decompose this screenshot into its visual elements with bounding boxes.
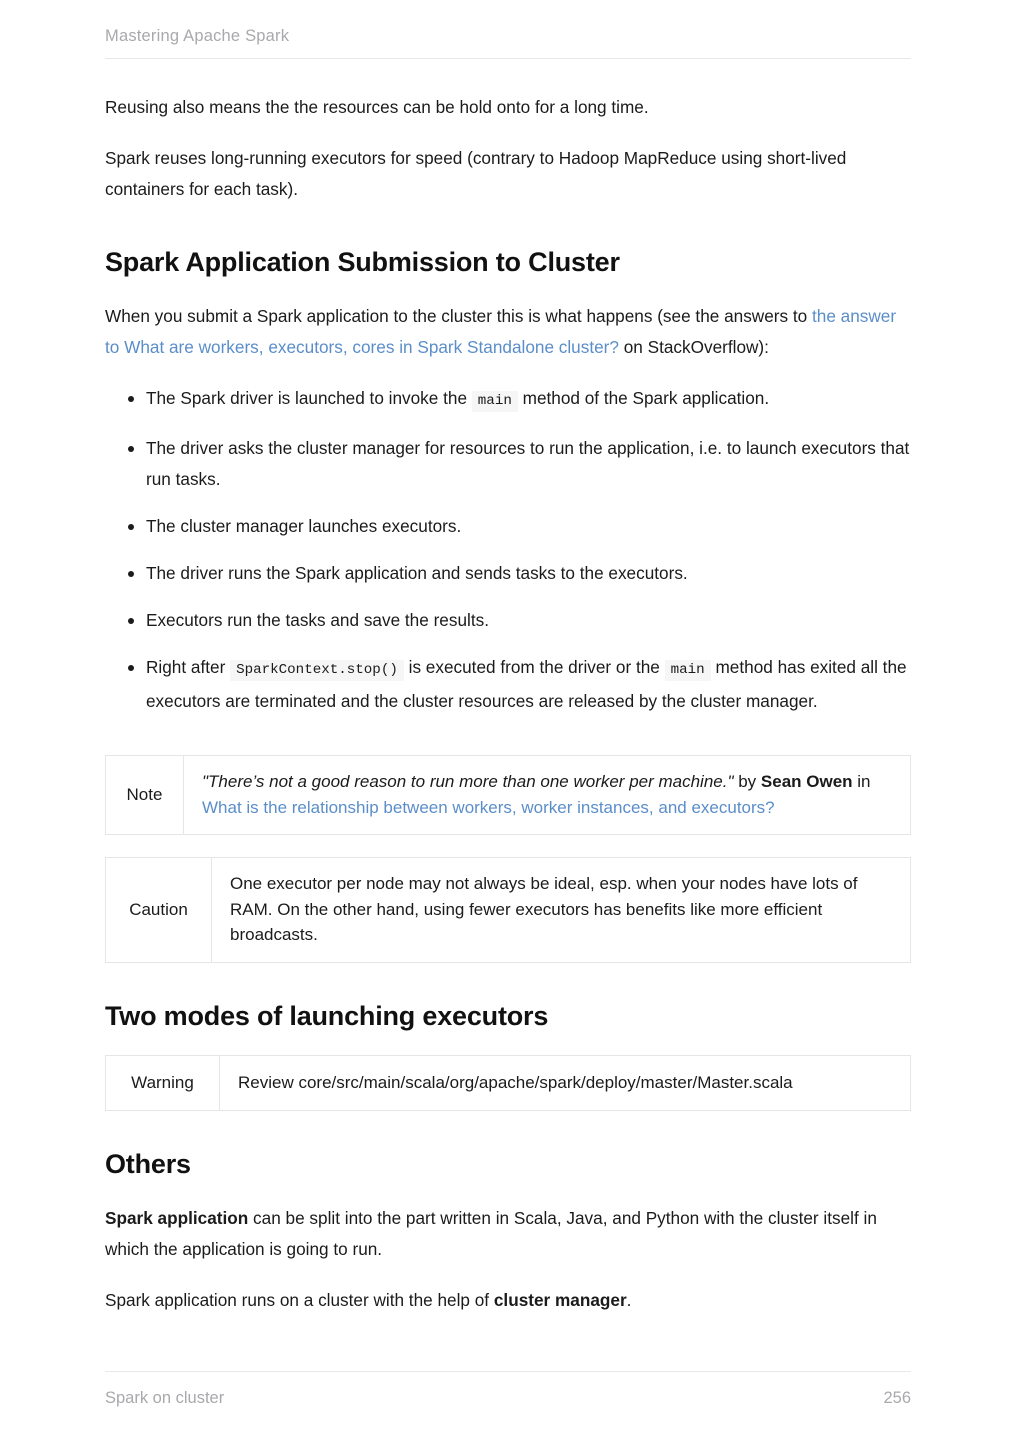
lead-suffix-text: on StackOverflow):: [618, 337, 769, 357]
admonition-body-warning: Review core/src/main/scala/org/apache/sp…: [238, 1072, 793, 1092]
link-stackoverflow-answer[interactable]: the answer to What are workers, executor…: [105, 306, 897, 357]
paragraph-long-running: Spark reuses long-running executors for …: [105, 148, 847, 199]
note-by-word: by: [733, 772, 761, 791]
link-worker-relationship[interactable]: What is the relationship between workers…: [202, 797, 775, 817]
spark-application-strong: Spark application: [105, 1208, 249, 1228]
note-quote: "There’s not a good reason to run more t…: [202, 772, 734, 791]
list-item: Executors run the tasks and save the res…: [105, 605, 911, 636]
admonition-warning: Warning Review core/src/main/scala/org/a…: [105, 1054, 911, 1111]
code-main: main: [664, 660, 711, 681]
note-in-word: in: [852, 772, 871, 791]
list-item: The driver runs the Spark application an…: [105, 558, 911, 589]
admonition-body-caution: One executor per node may not always be …: [230, 874, 858, 944]
heading-two-modes: Two modes of launching executors: [105, 1000, 549, 1031]
list-item: The Spark driver is launched to invoke t…: [105, 383, 911, 417]
list-item: Right after SparkContext.stop() is execu…: [105, 652, 911, 717]
admonition-label-note: Note: [106, 756, 184, 834]
footer-divider: [105, 1371, 911, 1372]
admonition-body-note: "There’s not a good reason to run more t…: [184, 756, 910, 834]
document-content: Reusing also means the the resources can…: [105, 92, 911, 1336]
note-author: Sean Owen: [760, 772, 853, 791]
admonition-caution: Caution One executor per node may not al…: [105, 857, 911, 963]
lead-prefix-text: When you submit a Spark application to t…: [105, 306, 812, 326]
footer-chapter-title: Spark on cluster: [105, 1389, 225, 1407]
bullet-text-suffix: method of the Spark application.: [517, 388, 770, 408]
paragraph-spark-application: Spark application can be split into the …: [105, 1203, 911, 1265]
bullet-text-suffix: method has exited all the executors are …: [146, 657, 907, 711]
admonition-note: Note "There’s not a good reason to run m…: [105, 755, 911, 835]
admonition-label-caution: Caution: [106, 858, 212, 962]
heading-spark-application-submission: Spark Application Submission to Cluster: [105, 247, 620, 277]
cluster-manager-suffix: .: [626, 1290, 632, 1310]
cluster-manager-prefix: Spark application runs on a cluster with…: [105, 1290, 494, 1310]
spacer: [105, 741, 911, 755]
bullet-text: The driver asks the cluster manager for …: [146, 438, 910, 489]
bullet-text: The driver runs the Spark application an…: [146, 563, 688, 583]
book-title: Mastering Apache Spark: [105, 27, 290, 45]
paragraph-submission-lead: When you submit a Spark application to t…: [105, 301, 911, 363]
page-header: Mastering Apache Spark: [105, 24, 911, 59]
page-footer: Spark on cluster 256: [105, 1371, 911, 1410]
bullet-text: The cluster manager launches executors.: [146, 516, 462, 536]
header-divider: [105, 58, 911, 59]
list-item: The driver asks the cluster manager for …: [105, 433, 911, 495]
paragraph-reusing: Reusing also means the the resources can…: [105, 97, 649, 117]
bullet-text-prefix: The Spark driver is launched to invoke t…: [146, 388, 472, 408]
heading-others: Others: [105, 1149, 191, 1179]
bullet-text-prefix: Right after: [146, 657, 231, 677]
code-main: main: [471, 391, 518, 412]
footer-row: Spark on cluster 256: [105, 1386, 911, 1410]
paragraph-cluster-manager: Spark application runs on a cluster with…: [105, 1285, 911, 1316]
page-number: 256: [883, 1389, 911, 1407]
admonition-label-warning: Warning: [106, 1055, 220, 1110]
submission-steps-list: The Spark driver is launched to invoke t…: [105, 383, 911, 717]
code-sparkcontext-stop: SparkContext.stop(): [230, 660, 404, 681]
bullet-text-mid: is executed from the driver or the: [403, 657, 665, 677]
bullet-text: Executors run the tasks and save the res…: [146, 610, 489, 630]
cluster-manager-strong: cluster manager: [493, 1290, 627, 1310]
spark-application-rest: can be split into the part written in Sc…: [105, 1208, 877, 1259]
list-item: The cluster manager launches executors.: [105, 511, 911, 542]
